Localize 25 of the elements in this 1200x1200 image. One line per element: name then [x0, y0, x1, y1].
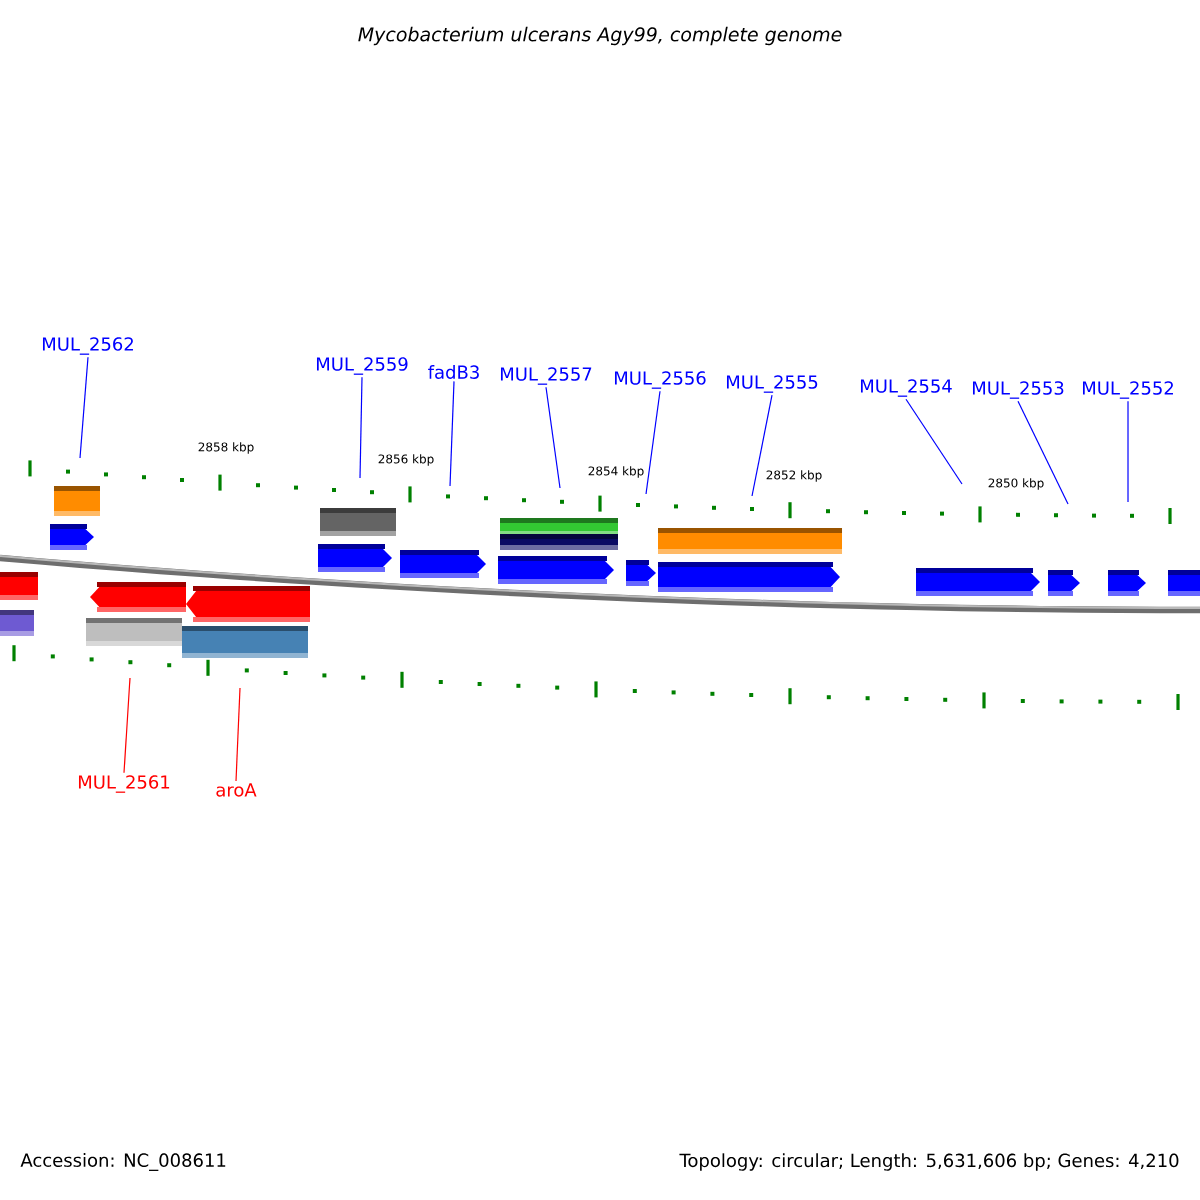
gene-label: MUL_2552 — [1083, 381, 1173, 399]
gene-label: aroA — [216, 783, 257, 797]
gene-label: MUL_2553 — [973, 381, 1064, 399]
gene-label: fadB3 — [428, 365, 479, 379]
gene-label: MUL_2562 — [43, 337, 133, 355]
footer-text: Accession: NC_008611 — [20, 1153, 226, 1171]
gene-label: MUL_2554 — [861, 379, 952, 397]
leader-line — [905, 398, 963, 485]
gene-label: MUL_2559 — [317, 357, 408, 375]
leader-line — [123, 677, 131, 774]
leader-line — [449, 380, 455, 487]
leader-line — [1127, 400, 1129, 503]
gene-label: MUL_2556 — [615, 371, 706, 389]
gene-label: MUL_2555 — [727, 375, 818, 393]
leader-line — [1017, 400, 1069, 505]
title: Mycobacterium ulcerans Agy99, complete genome — [358, 26, 842, 46]
leader-line — [645, 390, 661, 495]
leader-line — [235, 687, 241, 782]
leader-line — [359, 376, 363, 479]
leader-line — [79, 356, 89, 459]
gene-label: MUL_2561 — [79, 775, 170, 793]
gene-label: MUL_2557 — [501, 367, 592, 385]
footer-text: Topology: circular; Length: 5,631,606 bp; Genes: 4,210 — [679, 1153, 1179, 1171]
leader-line — [545, 386, 561, 489]
leader-line — [751, 394, 773, 497]
